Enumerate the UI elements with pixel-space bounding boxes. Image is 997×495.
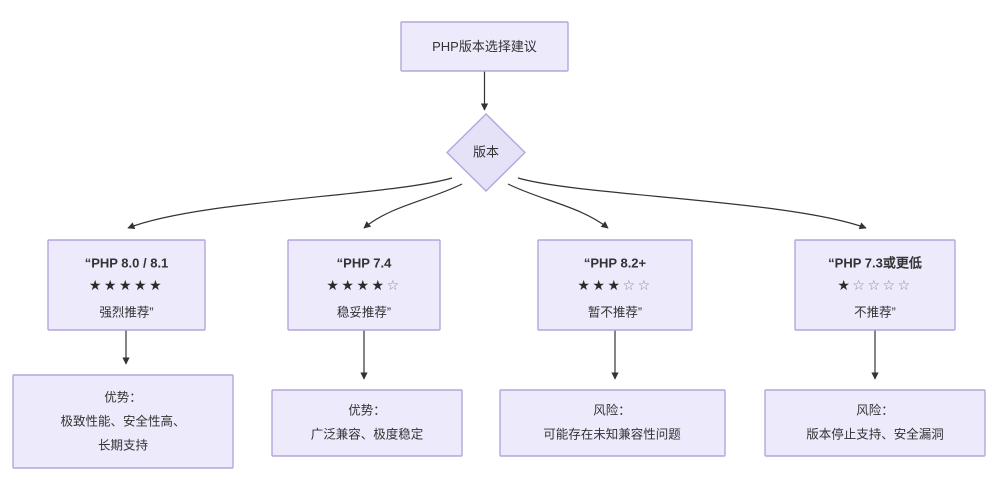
edge-version-to-php82plus <box>507 183 609 229</box>
node-detail-php73lower-box <box>764 389 986 457</box>
edge-version-to-php80-81 <box>127 177 453 230</box>
node-detail-php74-line-1: 优势： <box>348 402 386 417</box>
node-version-diamond <box>446 113 526 192</box>
node-version-label: 版本 <box>473 144 499 159</box>
node-option-php74-box <box>287 239 441 331</box>
node-version-decision[interactable]: 版本 <box>446 113 526 192</box>
node-option-php82plus[interactable]: “PHP 8.2+ ★★★☆☆ 暂不推荐” <box>537 239 693 331</box>
node-option-php74[interactable]: “PHP 7.4 ★★★★☆ 稳妥推荐” <box>287 239 441 331</box>
node-detail-php80-81-line-1: 优势： <box>104 389 142 404</box>
edge-version-to-php73lower <box>517 177 867 230</box>
node-option-php80-81[interactable]: “PHP 8.0 / 8.1 ★★★★★ 强烈推荐” <box>47 239 206 331</box>
node-detail-php74[interactable]: 优势： 广泛兼容、极度稳定 <box>271 389 463 457</box>
node-detail-php82plus-line-1: 风险： <box>593 402 631 417</box>
node-root-label: PHP版本选择建议 <box>432 39 537 54</box>
node-option-php80-81-title: “PHP 8.0 / 8.1 <box>85 255 169 270</box>
node-option-php82plus-rating: ★★★☆☆ <box>577 278 652 294</box>
node-detail-php74-box <box>271 389 463 457</box>
node-detail-php73lower-line-1: 风险： <box>856 402 894 417</box>
node-option-php82plus-title: “PHP 8.2+ <box>584 255 647 270</box>
node-detail-php74-line-2: 广泛兼容、极度稳定 <box>311 426 424 441</box>
node-option-php74-title: “PHP 7.4 <box>337 255 392 270</box>
node-detail-php80-81-line-3: 长期支持 <box>98 437 148 452</box>
node-detail-php80-81[interactable]: 优势： 极致性能、安全性高、 长期支持 <box>12 374 234 469</box>
edge-group <box>122 71 879 380</box>
node-detail-php73lower[interactable]: 风险： 版本停止支持、安全漏洞 <box>764 389 986 457</box>
node-detail-php73lower-line-2: 版本停止支持、安全漏洞 <box>806 426 944 441</box>
node-option-php80-81-rating: ★★★★★ <box>89 278 164 294</box>
node-option-php73lower-rating: ★☆☆☆☆ <box>837 278 912 294</box>
node-option-php74-rating: ★★★★☆ <box>326 278 401 294</box>
node-detail-php82plus-line-2: 可能存在未知兼容性问题 <box>543 426 681 441</box>
node-option-php73lower[interactable]: “PHP 7.3或更低 ★☆☆☆☆ 不推荐” <box>794 239 956 331</box>
node-option-php82plus-verdict: 暂不推荐” <box>588 305 642 319</box>
node-root-box <box>400 21 569 72</box>
node-option-php80-81-box <box>47 239 206 331</box>
node-option-php73lower-verdict: 不推荐” <box>854 305 896 319</box>
node-detail-php80-81-box <box>12 374 234 469</box>
node-option-php73lower-box <box>794 239 956 331</box>
edge-version-to-php74 <box>363 183 463 229</box>
node-option-php82plus-box <box>537 239 693 331</box>
node-option-php73lower-title: “PHP 7.3或更低 <box>828 255 922 270</box>
node-root[interactable]: PHP版本选择建议 <box>400 21 569 72</box>
node-detail-php82plus-box <box>499 389 726 457</box>
node-detail-php82plus[interactable]: 风险： 可能存在未知兼容性问题 <box>499 389 726 457</box>
node-option-php80-81-verdict: 强烈推荐” <box>99 305 153 319</box>
node-detail-php80-81-line-2: 极致性能、安全性高、 <box>60 413 185 428</box>
node-option-php74-verdict: 稳妥推荐” <box>337 304 391 319</box>
